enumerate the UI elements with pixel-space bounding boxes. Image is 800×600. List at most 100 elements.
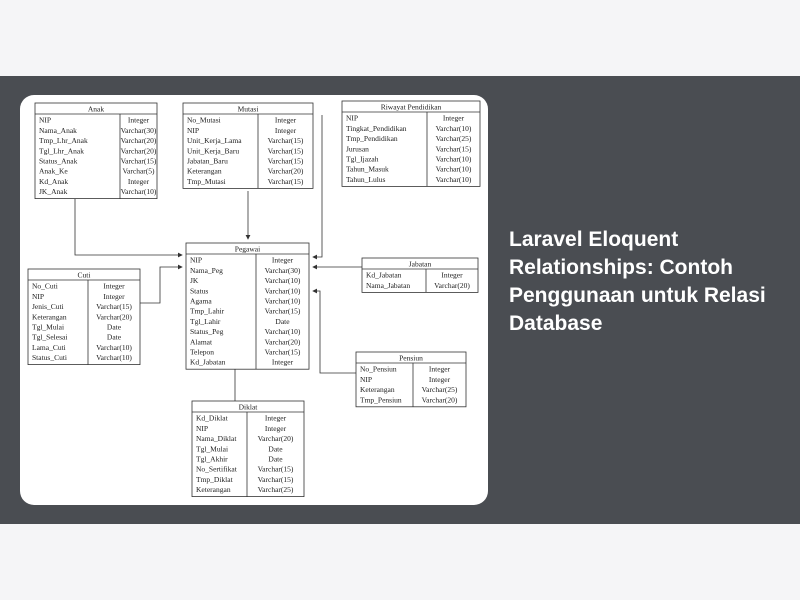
field-name: Tmp_Lahir [190,307,225,316]
field-name: Nama_Peg [190,266,223,275]
field-type: Integer [275,116,297,125]
field-type: Varchar(20) [268,167,304,176]
field-name: Tgl_Selesai [32,333,67,342]
field-name: No_Cuti [32,282,58,291]
field-name: Tmp_Lhr_Anak [39,136,88,145]
field-name: NIP [187,126,199,135]
field-type: Varchar(15) [121,157,157,166]
field-type: Varchar(10) [436,175,472,184]
field-type: Varchar(10) [436,165,472,174]
field-name: NIP [346,114,358,123]
field-name: Tmp_Mutasi [187,177,226,186]
field-type: Integer [265,424,287,433]
field-type: Varchar(10) [436,124,472,133]
entity-title: Anak [88,105,104,114]
field-type: Date [107,333,122,342]
field-name: Status_Cuti [32,353,67,362]
field-type: Varchar(10) [96,353,132,362]
field-name: Tgl_Mulai [32,323,64,332]
field-type: Varchar(15) [265,307,301,316]
field-type: Varchar(25) [436,134,472,143]
field-name: Status_Peg [190,327,224,336]
field-name: Kd_Diklat [196,414,229,423]
field-type: Varchar(15) [268,177,304,186]
field-name: Keterangan [360,385,395,394]
field-name: Tgl_Lahir [190,317,221,326]
entity-box [182,102,314,189]
field-name: Agama [190,297,212,306]
field-type: Varchar(20) [265,337,301,346]
field-name: Lama_Cuti [32,343,66,352]
field-type: Varchar(20) [258,434,294,443]
field-name: Tgl_Akhir [196,455,228,464]
entity-box [361,257,479,293]
field-type: Varchar(15) [258,475,294,484]
field-name: Tingkat_Pendidikan [346,124,407,133]
field-name: Nama_Diklat [196,434,237,443]
field-type: Varchar(20) [121,136,157,145]
field-type: Varchar(20) [96,312,132,321]
page-title: Laravel Eloquent Relationships: Contoh P… [509,228,766,335]
field-name: Unit_Kerja_Baru [187,146,239,155]
field-name: Tgl_Ijazah [346,155,379,164]
field-type: Varchar(10) [121,187,157,196]
entity-box [34,102,158,199]
field-type: Integer [103,282,125,291]
field-type: Varchar(10) [265,276,301,285]
field-name: Jurusan [346,144,369,153]
field-name: Kd_Jabatan [366,271,402,280]
field-name: No_Sertifikat [196,465,238,474]
field-type: Integer [443,114,465,123]
field-name: JK_Anak [39,187,68,196]
field-type: Date [268,455,283,464]
entity-title: Jabatan [409,260,432,269]
field-type: Varchar(10) [436,155,472,164]
field-name: Alamat [190,337,213,346]
field-type: Varchar(15) [258,465,294,474]
entity-title: Pensiun [399,354,423,363]
field-type: Varchar(30) [265,266,301,275]
field-type: Integer [103,292,125,301]
relationship-line-1 [74,199,183,258]
field-type: Varchar(10) [265,327,301,336]
entity-title: Riwayat Pendidikan [381,103,442,112]
field-name: Kd_Anak [39,177,68,186]
field-type: Varchar(30) [121,126,157,135]
field-type: Varchar(25) [258,485,294,494]
field-type: Integer [272,256,294,265]
field-type: Varchar(15) [268,146,304,155]
field-name: NIP [39,116,51,125]
field-name: Nama_Anak [39,126,77,135]
entity-box [355,351,467,408]
field-name: Keterangan [32,312,67,321]
field-name: Kd_Jabatan [190,358,226,367]
field-name: Status_Anak [39,157,78,166]
field-type: Varchar(25) [422,385,458,394]
field-type: Varchar(15) [268,157,304,166]
field-type: Varchar(20) [422,395,458,404]
entity-title: Diklat [239,403,259,412]
field-type: Integer [275,126,297,135]
field-type: Varchar(5) [122,167,155,176]
field-type: Varchar(15) [268,136,304,145]
relationship-line-3 [312,115,323,260]
field-type: Varchar(15) [265,348,301,357]
field-type: Integer [429,375,451,384]
entity-box [341,100,481,187]
field-type: Varchar(15) [96,302,132,311]
field-name: Nama_Jabatan [366,281,410,290]
field-type: Varchar(15) [436,144,472,153]
entity-title: Cuti [78,271,91,280]
relationship-lines [74,115,362,401]
field-name: JK [190,276,199,285]
